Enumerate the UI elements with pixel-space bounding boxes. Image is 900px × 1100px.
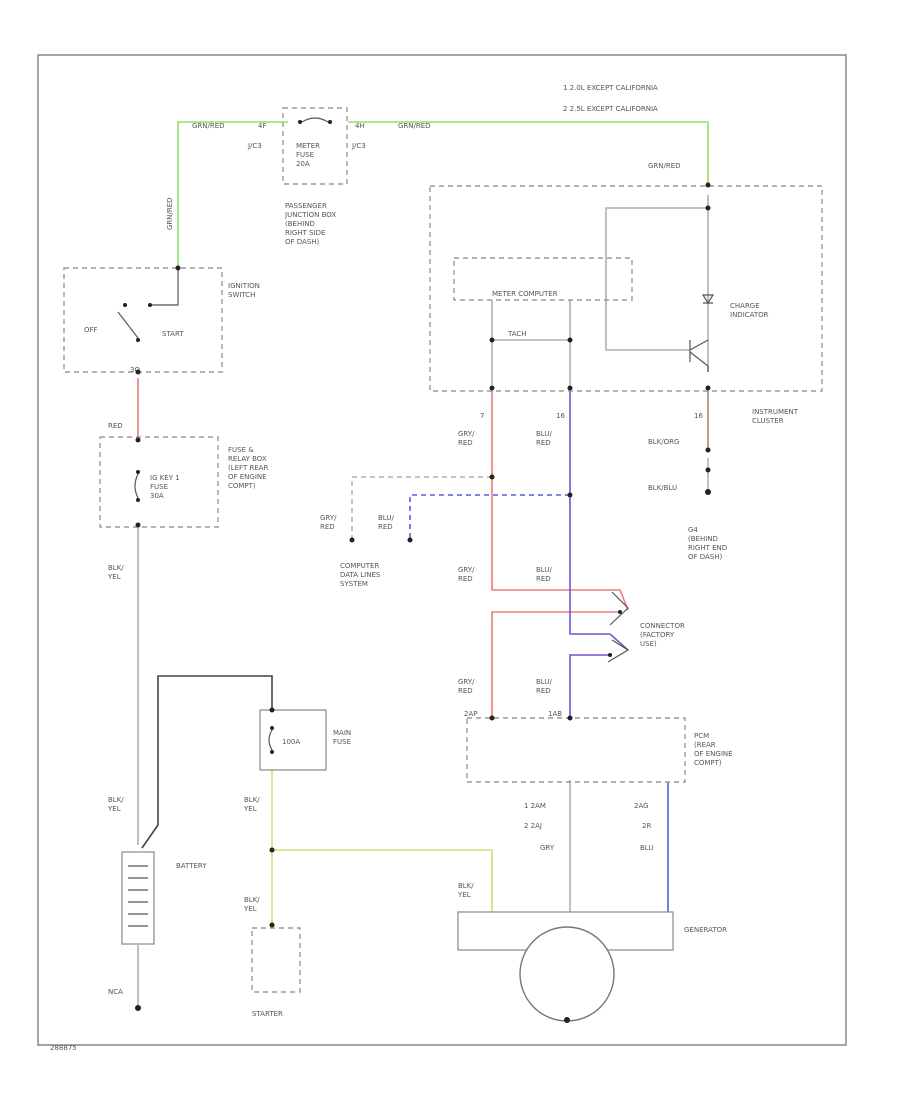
label-blk-yel-1: BLK/YEL bbox=[107, 564, 124, 581]
pcm-pin-2ap: 2AP bbox=[464, 710, 477, 718]
generator-ground-node bbox=[564, 1017, 570, 1023]
pin-3q: 3Q bbox=[130, 366, 140, 374]
label-grn-red-vertical: GRN/RED bbox=[166, 197, 174, 230]
label-blk-yel-main: BLK/YEL bbox=[243, 796, 260, 813]
gen-pin-4: 2R bbox=[642, 822, 651, 830]
legend-line-2: 2 2.5L EXCEPT CALIFORNIA bbox=[563, 105, 658, 113]
label-nca: NCA bbox=[108, 988, 123, 996]
wire-blu-red-data-line bbox=[409, 494, 570, 540]
wire-grn-red-fuse-to-cluster bbox=[348, 121, 709, 185]
gen-pin-2: 2 2AJ bbox=[524, 822, 542, 830]
label-blu-red-4: BLU/RED bbox=[536, 678, 552, 695]
label-gry-red-4: GRY/RED bbox=[458, 678, 475, 695]
label-gry-red-3: GRY/RED bbox=[458, 566, 475, 583]
ig-key-fuse-symbol bbox=[134, 470, 140, 502]
label-blk-org: BLK/ORG bbox=[648, 438, 679, 446]
meter-fuse-box bbox=[282, 107, 348, 185]
starter-box bbox=[251, 927, 301, 993]
pcm-box bbox=[466, 717, 686, 783]
ignition-off-label: OFF bbox=[84, 326, 98, 334]
ignition-switch-box bbox=[63, 267, 223, 373]
diagram-frame bbox=[37, 54, 847, 1046]
pin-4f: 4F bbox=[258, 122, 266, 130]
wire-labels: GRN/RED GRN/RED GRN/RED GRN/RED RED BLK/… bbox=[107, 122, 681, 996]
wire-gry-red-cluster-to-connector bbox=[491, 390, 629, 611]
wire-blu-red-connector-to-pcm bbox=[569, 654, 610, 718]
instrument-cluster-box bbox=[429, 185, 823, 392]
battery-cells bbox=[128, 865, 148, 927]
pin-16b: 16 bbox=[694, 412, 703, 420]
label-blu-red-1: BLU/RED bbox=[536, 430, 552, 447]
wire-gry-red-connector-to-pcm bbox=[491, 611, 620, 718]
drawing-id: 288875 bbox=[50, 1044, 77, 1052]
pin-4h: 4H bbox=[355, 122, 365, 130]
wire-grn-red-ign-to-fuse bbox=[177, 121, 288, 268]
junction-nodes bbox=[135, 182, 711, 928]
battery-ground-node bbox=[135, 1005, 141, 1011]
ignition-start-label: START bbox=[162, 330, 184, 338]
pin-16a: 16 bbox=[556, 412, 565, 420]
g4-ground-symbol bbox=[705, 489, 711, 495]
meter-computer-box bbox=[453, 257, 633, 301]
main-fuse-symbol bbox=[268, 726, 274, 754]
generator-rotor bbox=[519, 926, 615, 1022]
meter-fuse-symbol bbox=[298, 117, 332, 124]
label-gry-red-1: GRY/RED bbox=[458, 430, 475, 447]
legend-line-1: 1 2.0L EXCEPT CALIFORNIA bbox=[563, 84, 658, 92]
label-grn-red-cluster: GRN/RED bbox=[648, 162, 681, 170]
label-blu-gen: BLU bbox=[640, 844, 653, 852]
gen-pin-1: 1 2AM bbox=[524, 802, 546, 810]
label-blk-yel-gen: BLK/YEL bbox=[457, 882, 474, 899]
charge-indicator-symbol bbox=[689, 294, 715, 372]
wire-blu-red-cluster-to-connector bbox=[569, 390, 629, 651]
main-fuse-rating: 100A bbox=[282, 738, 300, 746]
label-grn-red-top-right: GRN/RED bbox=[398, 122, 431, 130]
generator-label: GENERATOR bbox=[684, 926, 727, 934]
label-blk-yel-starter: BLK/YEL bbox=[243, 896, 260, 913]
fuse-relay-box bbox=[99, 436, 219, 528]
label-gry-red-2: GRY/RED bbox=[320, 514, 337, 531]
label-blu-red-2: BLU/RED bbox=[378, 514, 394, 531]
connector-symbol bbox=[607, 591, 630, 663]
wire-blk-battery-to-main-fuse bbox=[141, 675, 273, 849]
pcm-pin-1ab: 1AB bbox=[548, 710, 562, 718]
legend: 1 2.0L EXCEPT CALIFORNIA 2 2.5L EXCEPT C… bbox=[563, 84, 658, 113]
wire-gry-red-data-line bbox=[351, 476, 492, 540]
label-blk-yel-batt: BLK/YEL bbox=[107, 796, 124, 813]
meter-computer-label: METER COMPUTER bbox=[492, 290, 558, 298]
label-red-ign: RED bbox=[108, 422, 123, 430]
starter-label: STARTER bbox=[252, 1010, 283, 1018]
wire-blk-yel-to-generator bbox=[272, 849, 493, 912]
battery-label: BATTERY bbox=[176, 862, 207, 870]
label-blk-blu: BLK/BLU bbox=[648, 484, 677, 492]
gen-pin-3: 2AG bbox=[634, 802, 649, 810]
battery-body bbox=[121, 851, 155, 945]
pin-7: 7 bbox=[480, 412, 484, 420]
main-fuse-box bbox=[259, 709, 327, 771]
jco-left-label: J/C3 bbox=[247, 142, 262, 150]
label-gry-gen: GRY bbox=[540, 844, 555, 852]
label-grn-red-top-left: GRN/RED bbox=[192, 122, 225, 130]
jco-right-label: J/C3 bbox=[351, 142, 366, 150]
label-blu-red-3: BLU/RED bbox=[536, 566, 552, 583]
ignition-switch-symbol bbox=[117, 270, 179, 342]
tach-label: TACH bbox=[507, 330, 527, 338]
